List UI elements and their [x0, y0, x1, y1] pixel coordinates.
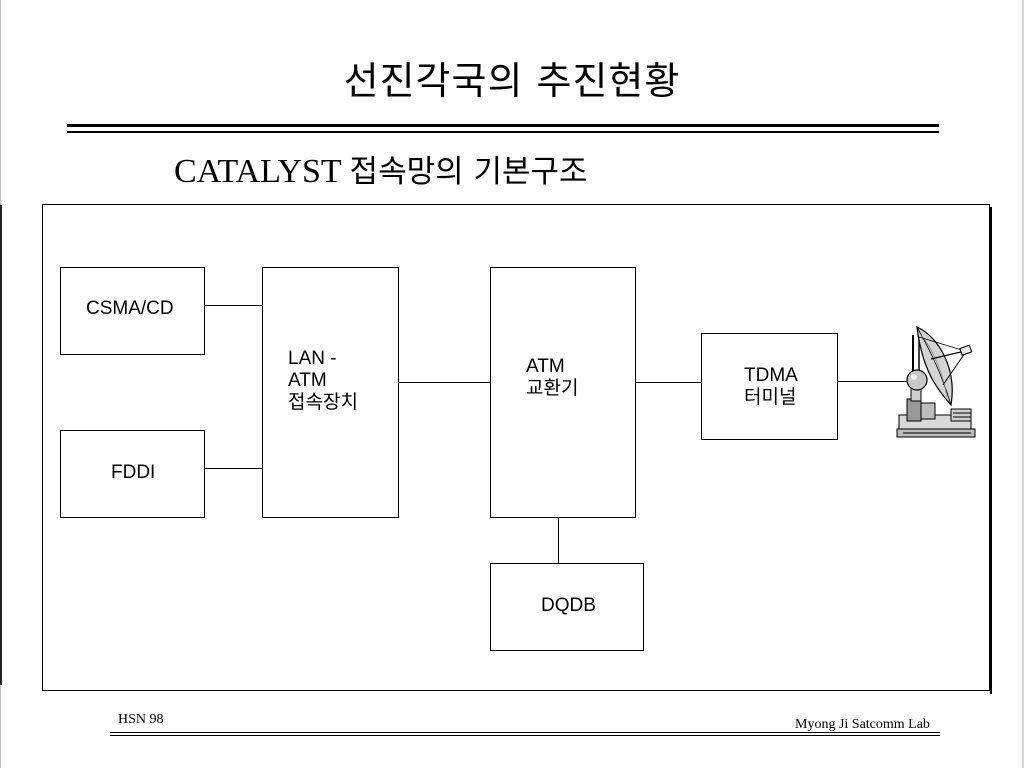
- atm-switch-label: ATM 교환기: [526, 356, 578, 400]
- lan-atm-interface-box: LAN - ATM 접속장치: [262, 267, 399, 518]
- lan-atm-label: LAN - ATM 접속장치: [288, 348, 358, 414]
- csma-cd-label: CSMA/CD: [86, 298, 174, 319]
- connector-lan-atm: [398, 382, 491, 383]
- footer-left: HSN 98: [118, 712, 164, 727]
- fddi-box: FDDI: [60, 430, 205, 518]
- diagram-frame: CSMA/CD FDDI LAN - ATM 접속장치 ATM 교환기 TDMA…: [42, 204, 992, 694]
- footer-right: Myong Ji Satcomm Lab: [795, 717, 930, 732]
- subtitle-latin: CATALYST: [174, 153, 342, 190]
- subtitle: CATALYST 접속망의 기본구조: [174, 146, 588, 191]
- lan-atm-label-line1: LAN -: [288, 348, 337, 369]
- dqdb-label: DQDB: [541, 595, 596, 616]
- title-rule: [67, 124, 939, 133]
- footer-rule: [110, 732, 940, 736]
- slide-title: 선진각국의 추진현황: [343, 59, 681, 103]
- connector-atm-dqdb: [558, 516, 559, 564]
- dqdb-box: DQDB: [490, 563, 644, 651]
- connector-csma-lan: [204, 305, 263, 306]
- atm-switch-label-line1: ATM: [526, 356, 565, 377]
- satellite-dish-icon: [896, 326, 976, 438]
- diagram-frame-shadow: [990, 207, 992, 694]
- slide-right-edge: [1022, 0, 1024, 768]
- atm-switch-box: ATM 교환기: [490, 267, 636, 518]
- connector-fddi-lan: [204, 468, 263, 469]
- csma-cd-box: CSMA/CD: [60, 267, 205, 355]
- lan-atm-label-line2: ATM: [288, 370, 327, 391]
- subtitle-korean: 접속망의 기본구조: [349, 154, 588, 190]
- fddi-label: FDDI: [111, 462, 156, 483]
- connector-atm-tdma: [635, 382, 702, 383]
- slide-left-edge-dark: [0, 205, 2, 685]
- atm-switch-label-line2: 교환기: [526, 378, 579, 399]
- tdma-terminal-label: TDMA 터미널: [744, 365, 798, 409]
- lan-atm-label-line3: 접속장치: [288, 392, 358, 413]
- tdma-terminal-label-line1: TDMA: [744, 365, 798, 386]
- tdma-terminal-box: TDMA 터미널: [701, 333, 838, 440]
- tdma-terminal-label-line2: 터미널: [744, 387, 797, 408]
- connector-tdma-dish: [837, 381, 909, 382]
